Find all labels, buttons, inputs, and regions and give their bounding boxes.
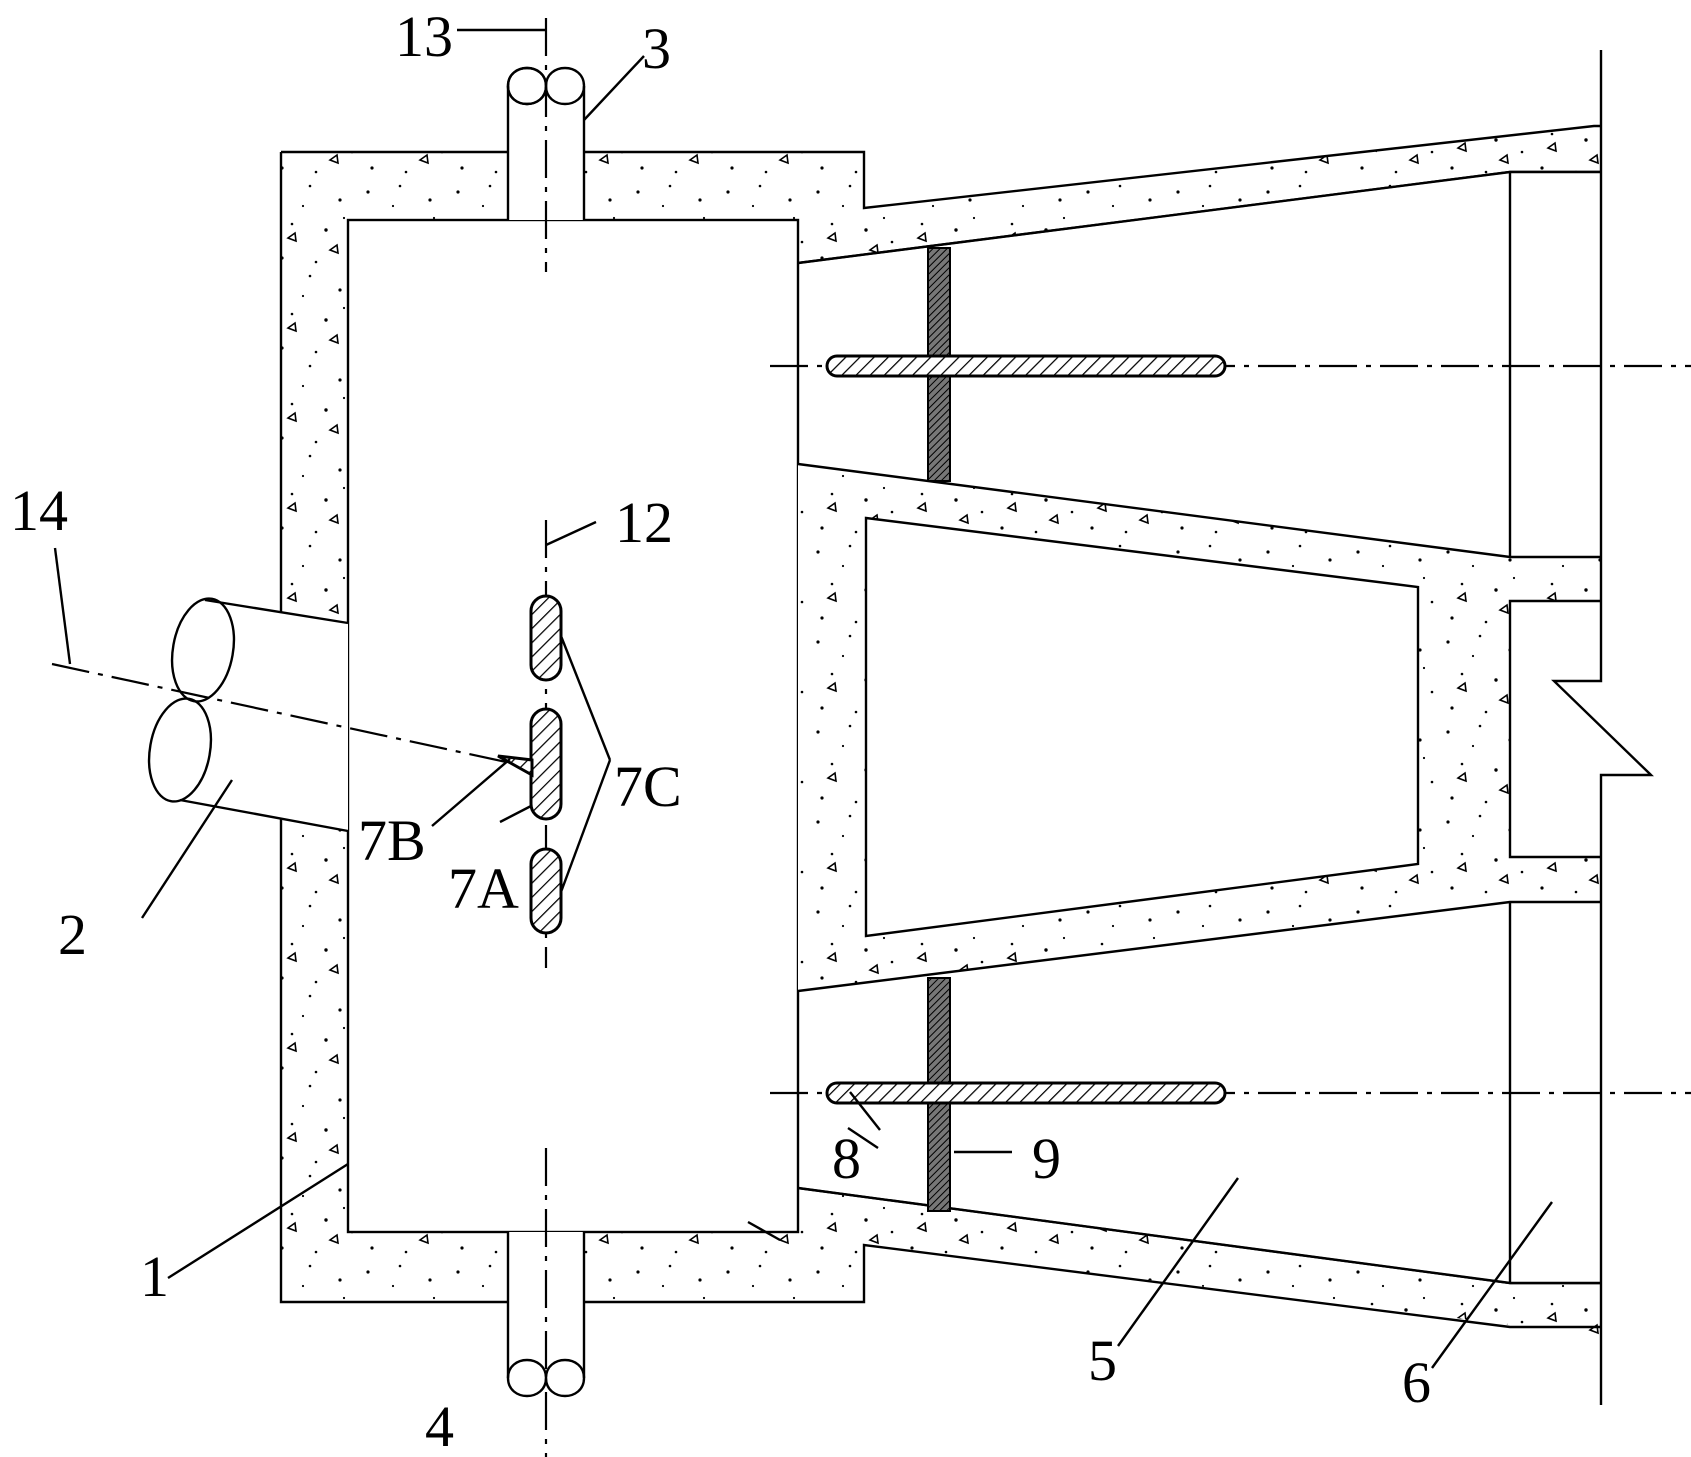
bottom-pipe xyxy=(506,1148,586,1457)
label-1: 1 xyxy=(140,1244,169,1309)
label-4: 4 xyxy=(425,1394,454,1457)
label-9: 9 xyxy=(1032,1126,1061,1191)
internal-components xyxy=(497,520,563,968)
leader-lines xyxy=(53,28,1553,1369)
label-7b: 7B xyxy=(358,808,426,873)
component-7c-lower xyxy=(529,847,563,935)
label-7c: 7C xyxy=(614,754,682,819)
upper-rod xyxy=(825,354,1227,378)
middle-pier-opening xyxy=(864,516,1420,938)
lower-rod xyxy=(825,1081,1227,1105)
label-2: 2 xyxy=(58,902,87,967)
component-7c-upper xyxy=(529,594,563,682)
inlet-pipe xyxy=(51,597,521,833)
label-12: 12 xyxy=(615,490,673,555)
wall-notch xyxy=(1551,601,1654,1405)
middle-pier-concrete xyxy=(798,464,1601,991)
label-5: 5 xyxy=(1088,1328,1117,1393)
chamber-outer-outline xyxy=(279,124,1601,1329)
label-7a: 7A xyxy=(448,856,519,921)
inlet-pipe-body xyxy=(180,600,348,831)
chamber-inner-space xyxy=(346,218,800,1234)
top-pipe xyxy=(506,18,586,272)
passage-interior-upper xyxy=(800,173,1600,1282)
inlet-axis-line-14 xyxy=(51,662,521,767)
label-3: 3 xyxy=(642,16,671,81)
label-8: 8 xyxy=(832,1126,861,1191)
label-13: 13 xyxy=(395,4,453,69)
component-7a xyxy=(529,707,563,821)
label-6: 6 xyxy=(1402,1350,1431,1415)
inlet-pipe-end-lower xyxy=(147,697,213,803)
reference-labels: 13 3 12 14 7C 7B 7A 2 1 8 9 5 6 4 xyxy=(10,4,1431,1457)
outlet-passages xyxy=(797,170,1601,1285)
label-14: 14 xyxy=(10,478,68,543)
